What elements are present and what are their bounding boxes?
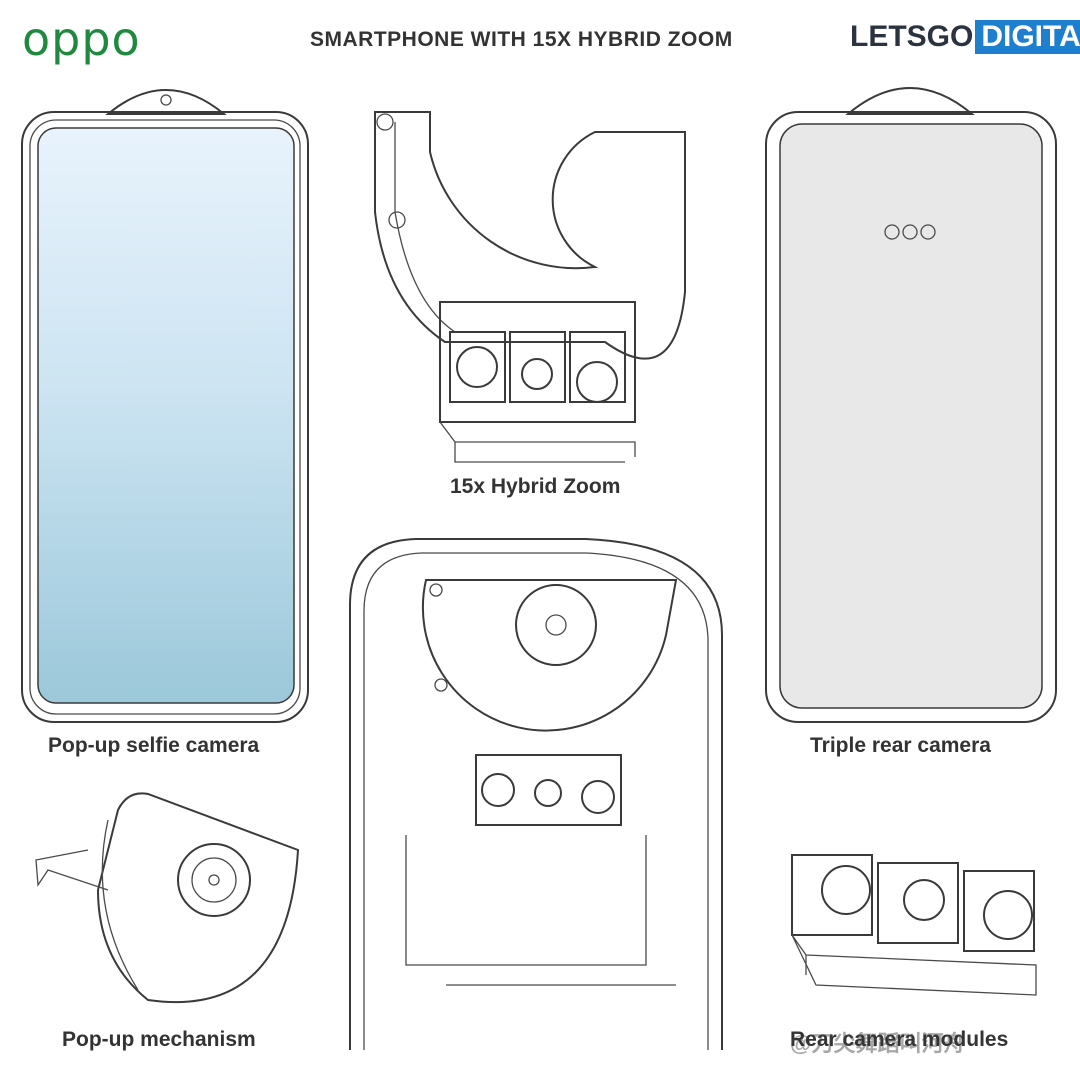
phone-body (21, 111, 309, 723)
camera-lens-icon (545, 614, 567, 636)
publisher-logo-part2: DIGITAL (975, 20, 1080, 54)
front-phone-drawing (21, 89, 309, 723)
camera-lens-icon (208, 874, 220, 886)
phone-screen (37, 127, 295, 704)
rear-camera-lens-icon (902, 224, 918, 240)
publisher-logo-part1: LETSGO (850, 20, 974, 53)
popup-camera-module (845, 87, 975, 115)
internal-frame-drawing (349, 538, 723, 1050)
rear-camera-lens-icon (884, 224, 900, 240)
watermark: @刀尖舞蹈叫河舟 (790, 1031, 966, 1056)
camera-lens-icon (821, 865, 871, 915)
caption-popup-selfie: Pop-up selfie camera (48, 734, 260, 757)
camera-lens-icon (903, 879, 945, 921)
selfie-lens-icon (160, 94, 172, 106)
publisher-logo: LETSGO DIGITAL (850, 20, 1080, 54)
camera-lens-icon (521, 358, 553, 390)
rear-camera-modules-drawing (791, 854, 1037, 996)
camera-lens-icon (983, 890, 1033, 940)
caption-hybrid-zoom: 15x Hybrid Zoom (450, 475, 621, 498)
caption-triple-rear: Triple rear camera (810, 734, 991, 757)
rear-phone-drawing (765, 87, 1057, 723)
camera-lens-icon (481, 773, 515, 807)
hybrid-zoom-module-drawing (374, 111, 686, 463)
rear-camera-lens-icon (920, 224, 936, 240)
page-title: SMARTPHONE WITH 15X HYBRID ZOOM (310, 28, 733, 51)
camera-lens-icon (576, 361, 618, 403)
camera-lens-icon (534, 779, 562, 807)
caption-rear-modules: Rear camera modules (790, 1028, 1009, 1051)
back-panel (779, 123, 1043, 709)
camera-lens-icon (456, 346, 498, 388)
camera-lens-icon (581, 780, 615, 814)
phone-body (765, 111, 1057, 723)
oppo-logo: oppo (22, 12, 141, 66)
caption-popup-mechanism: Pop-up mechanism (62, 1028, 256, 1051)
popup-camera-module (105, 89, 227, 115)
popup-mechanism-drawing (35, 792, 300, 1004)
